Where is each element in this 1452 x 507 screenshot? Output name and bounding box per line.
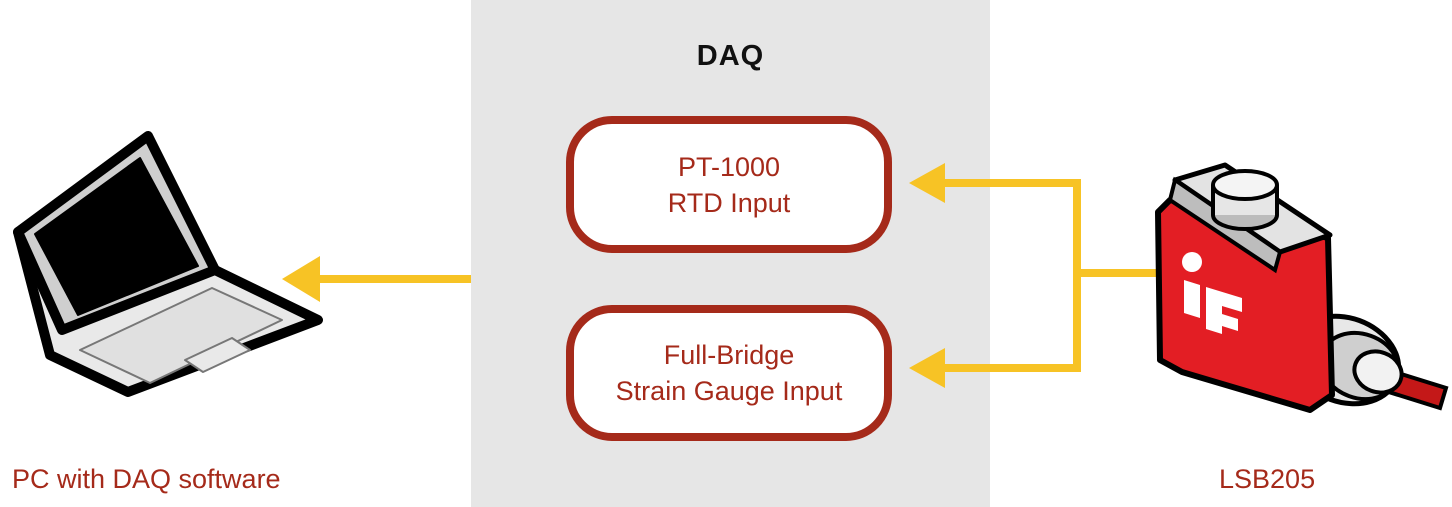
rtd-input-line2: RTD Input <box>667 187 791 218</box>
pc-caption: PC with DAQ software <box>12 464 281 494</box>
arrow-head-pc <box>282 256 320 302</box>
connector-arrows <box>318 179 1160 372</box>
logo-icon <box>1182 252 1242 334</box>
strain-input-line1: Full-Bridge <box>663 340 795 370</box>
laptop-icon <box>13 131 323 397</box>
arrow-head-strain <box>909 348 945 388</box>
sensor-to-inputs-connector <box>940 179 1160 277</box>
sensor-caption: LSB205 <box>1219 464 1316 494</box>
rtd-input-line1: PT-1000 <box>677 151 781 182</box>
strain-input-line2: Strain Gauge Input <box>615 376 843 406</box>
strain-gauge-input-box: Full-Bridge Strain Gauge Input <box>566 305 892 441</box>
arrow-head-rtd <box>909 163 945 203</box>
daq-title: DAQ <box>696 40 765 72</box>
rtd-input-box: PT-1000 RTD Input <box>566 116 892 253</box>
load-cell-icon <box>1155 162 1449 413</box>
sensor-to-strain-connector <box>940 273 1081 372</box>
